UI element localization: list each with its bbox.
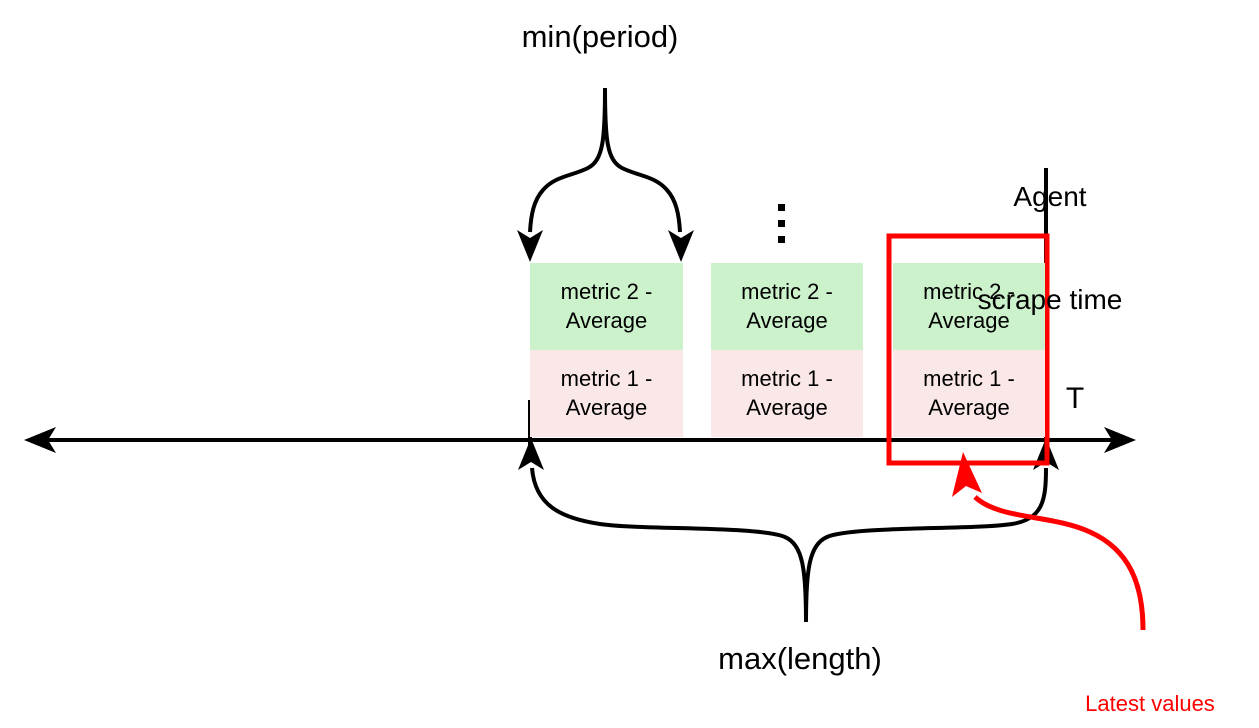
bucket-2[interactable]: metric 2 - Average metric 1 - Average (711, 263, 863, 437)
bucket-1-metric-2-line1: metric 2 - (560, 279, 653, 305)
bucket-3-metric-1-cell: metric 1 - Average (893, 350, 1045, 437)
bucket-1-metric-1-cell: metric 1 - Average (530, 350, 683, 437)
max-length-arrowhead-left (518, 438, 544, 470)
bucket-2-metric-1-line2: Average (746, 394, 828, 420)
bucket-1-metric-2-cell: metric 2 - Average (530, 263, 683, 350)
bucket-3-metric-2-cell: metric 2 - Average (893, 263, 1045, 350)
bucket-2-metric-2-cell: metric 2 - Average (711, 263, 863, 350)
latest-values-line1: Latest values (1085, 690, 1215, 716)
agent-scrape-time-label: Agent scrape time (910, 112, 1190, 385)
min-period-arrowhead-right (668, 230, 694, 262)
latest-values-pointer (973, 495, 1146, 631)
latest-values-picked-label: Latest values picked (1045, 637, 1255, 728)
bucket-1[interactable]: metric 2 - Average metric 1 - Average (530, 263, 683, 437)
bucket-3-metric-1-line2: Average (928, 394, 1010, 420)
axis-label-t: T (1065, 382, 1085, 415)
bucket-1-metric-1-line2: Average (565, 394, 648, 420)
bucket-1-metric-1-line1: metric 1 - (560, 366, 653, 392)
min-period-label: min(period) (521, 19, 679, 54)
bucket-2-metric-1-line1: metric 1 - (741, 366, 833, 392)
min-period-brace (528, 87, 682, 233)
max-length-label: max(length) (718, 641, 882, 676)
agent-scrape-time-line1: Agent (1013, 181, 1087, 213)
bucket-2-metric-2-line2: Average (746, 307, 828, 333)
min-period-arrowhead-left (517, 230, 543, 262)
bucket-3[interactable]: metric 2 - Average metric 1 - Average (893, 263, 1045, 437)
agent-scrape-time-line2: scrape time (977, 283, 1123, 315)
max-length-brace (530, 467, 1048, 623)
latest-values-arrowhead (952, 452, 982, 497)
bucket-1-metric-2-line2: Average (565, 307, 648, 333)
bucket-3-metric-1-line1: metric 1 - (923, 366, 1015, 392)
bucket-2-metric-1-cell: metric 1 - Average (711, 350, 863, 437)
bucket-2-metric-2-line1: metric 2 - (741, 279, 833, 305)
bucket-3-metric-2-line1: metric 2 - (923, 279, 1015, 305)
bucket-3-metric-2-line2: Average (928, 307, 1010, 333)
timeline-axis (24, 427, 1136, 453)
vertical-ellipsis-icon (778, 204, 785, 243)
